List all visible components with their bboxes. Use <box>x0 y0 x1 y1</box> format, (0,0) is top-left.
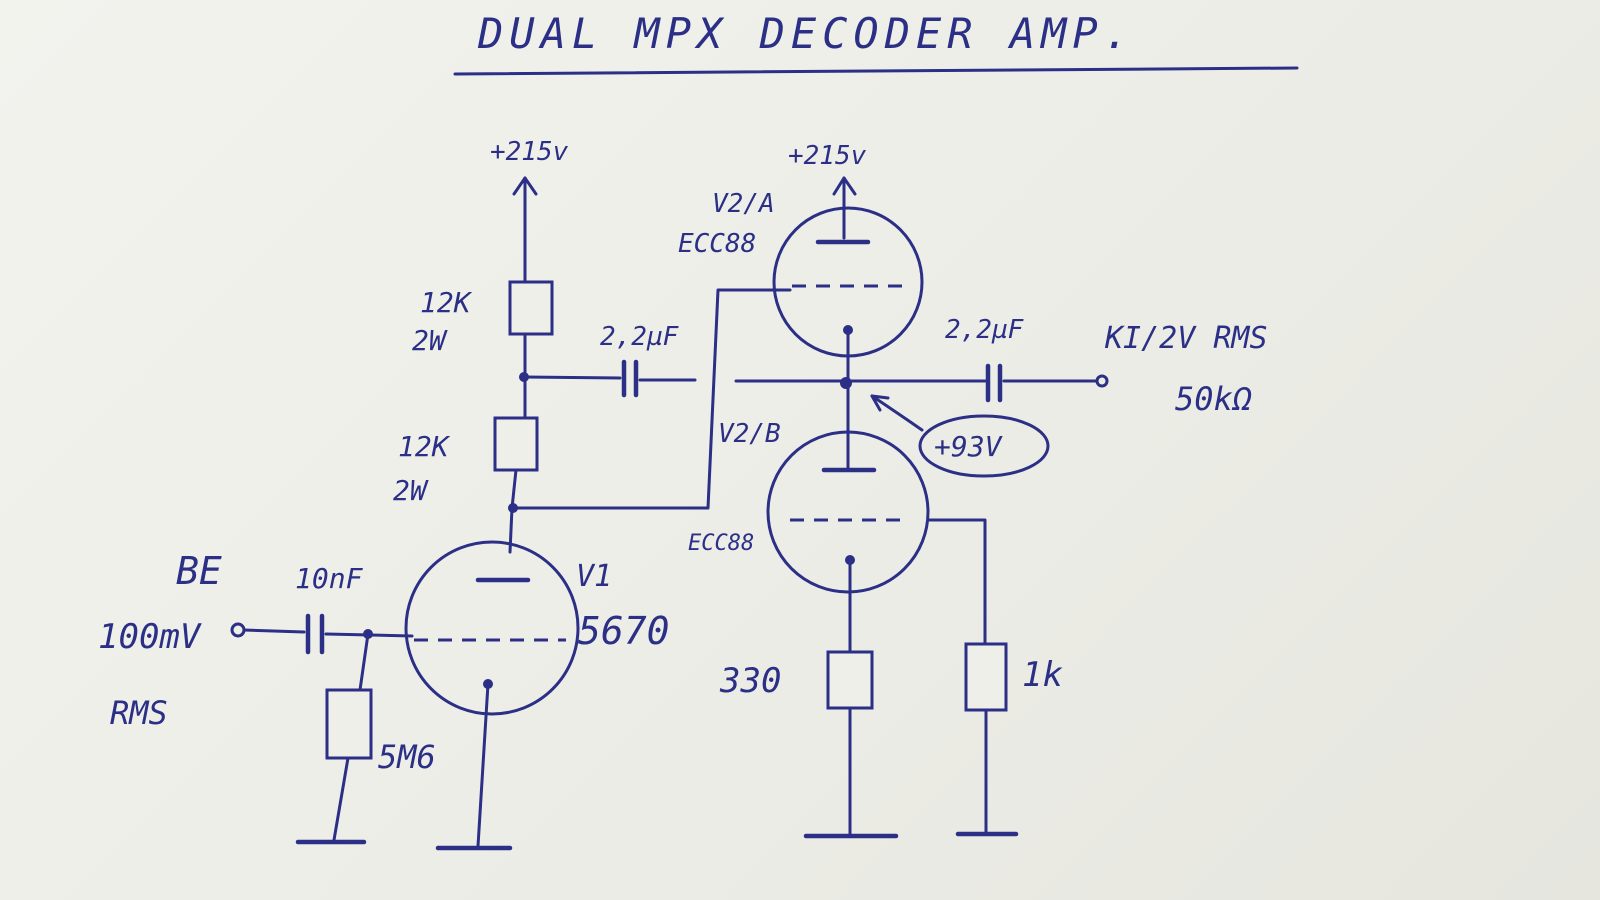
node-voltage-bubble <box>918 414 1050 478</box>
tube-lower-name: V2/B <box>718 419 781 449</box>
resistor-upper-value: 12K <box>420 286 473 319</box>
wire-to-5m6 <box>358 632 370 692</box>
resistor-5m6-label: 5M6 <box>378 738 436 776</box>
input-level-label: 100mV <box>98 617 202 657</box>
diagram-title: DUAL MPX DECODER AMP. <box>477 9 1135 58</box>
resistor-330-label: 330 <box>719 661 781 701</box>
node-voltage-label: +93V <box>934 430 1004 463</box>
wire-to-coupling-cap <box>522 375 622 380</box>
coupling-cap-label: 2,2µF <box>600 322 680 352</box>
tube-v2b <box>766 430 930 594</box>
resistor-1k-label: 1k <box>1022 655 1063 695</box>
input-cap-label: 10nF <box>295 562 364 595</box>
input-unit-label: RMS <box>110 694 168 732</box>
output-cap-label: 2,2µF <box>945 315 1025 345</box>
resistor-5m6 <box>325 688 373 760</box>
input-terminal <box>230 622 246 638</box>
resistor-lower-12k <box>493 416 539 472</box>
resistor-upper-12k <box>508 280 554 336</box>
supply-left-arrow <box>512 176 538 196</box>
supply-right-arrow <box>832 176 857 196</box>
tube-input-name: V1 <box>576 559 612 594</box>
resistor-upper-power: 2W <box>412 324 448 357</box>
node-voltage-arrowhead <box>870 394 890 412</box>
input-name-label: BE <box>176 549 222 593</box>
tube-lower-type: ECC88 <box>688 531 754 556</box>
wire-input-to-cap <box>242 628 306 634</box>
resistor-lower-value: 12K <box>398 430 451 463</box>
node-voltage-pointer <box>870 394 924 432</box>
output-terminal <box>1095 374 1109 388</box>
resistor-330 <box>826 650 874 710</box>
wire-anode-to-v2a-grid <box>511 288 792 510</box>
tube-v1 <box>404 540 580 716</box>
wire-5m6-to-ground <box>332 756 350 842</box>
output-impedance-label: 50kΩ <box>1175 380 1253 418</box>
node-output <box>840 377 852 389</box>
supply-left-label: +215v <box>490 137 569 167</box>
tube-upper-name: V2/A <box>712 189 775 219</box>
output-level-label: KI/2V RMS <box>1104 321 1268 356</box>
resistor-lower-power: 2W <box>393 474 429 507</box>
tube-upper-type: ECC88 <box>678 229 756 259</box>
wire-v1-cathode-ground <box>476 682 490 848</box>
wire-to-1k <box>926 518 987 646</box>
resistor-1k <box>964 642 1008 712</box>
tube-input-type: 5670 <box>578 609 670 653</box>
title-underline <box>453 66 1299 76</box>
supply-right-label: +215v <box>788 141 867 171</box>
